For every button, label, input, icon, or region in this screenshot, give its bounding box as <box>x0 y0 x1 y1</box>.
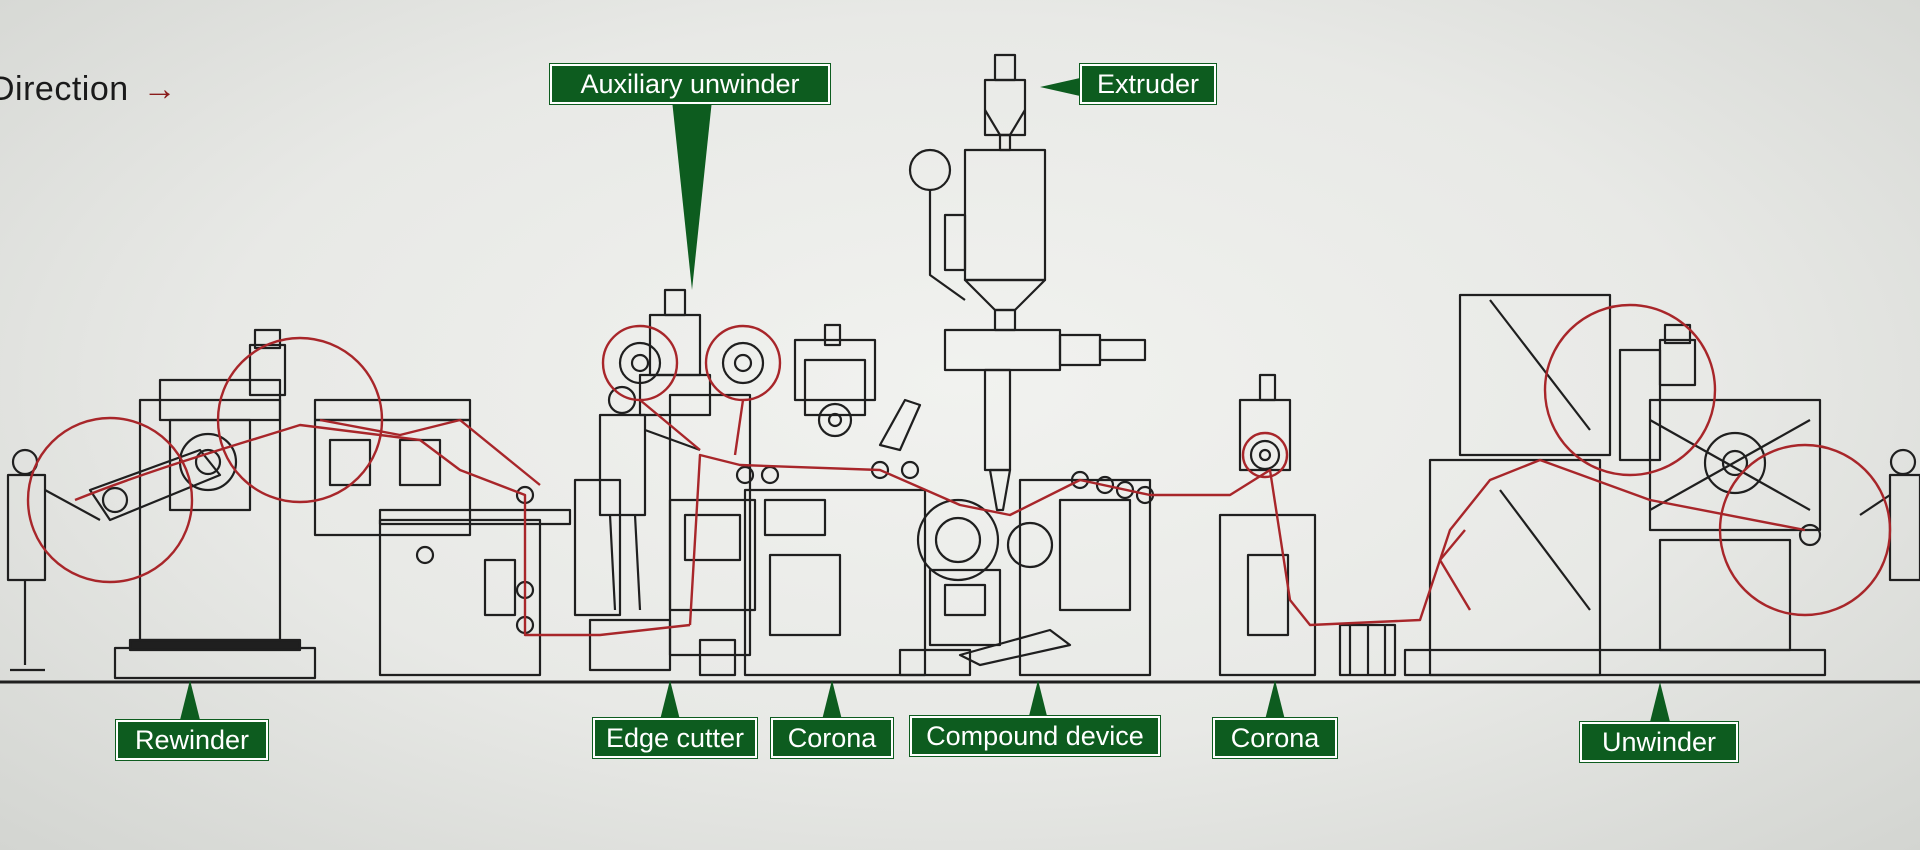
rewinder-machine <box>88 328 572 680</box>
label-corona-2: Corona <box>1213 718 1337 758</box>
label-edge-cutter: Edge cutter <box>593 718 757 758</box>
compound-device-machine <box>898 470 1155 677</box>
operator-figures <box>6 385 1920 672</box>
label-unwinder: Unwinder <box>1580 722 1738 762</box>
corona-machine-1 <box>735 323 927 677</box>
label-extruder: Extruder <box>1080 64 1216 104</box>
label-auxiliary-unwinder: Auxiliary unwinder <box>550 64 830 104</box>
web-path <box>26 303 1892 637</box>
label-corona-1: Corona <box>771 718 893 758</box>
unwinder-machine <box>1403 293 1827 677</box>
label-rewinder: Rewinder <box>116 720 268 760</box>
auxiliary-unwinder-machine <box>573 288 765 677</box>
label-compound-device: Compound device <box>910 716 1160 756</box>
direction-indicator: Direction → <box>0 70 177 109</box>
extruder-machine <box>908 53 1147 512</box>
direction-arrow-icon: → <box>142 70 178 108</box>
label-pointers <box>180 78 1670 722</box>
corona-machine-2 <box>1218 373 1397 677</box>
direction-label: Direction <box>0 70 129 108</box>
